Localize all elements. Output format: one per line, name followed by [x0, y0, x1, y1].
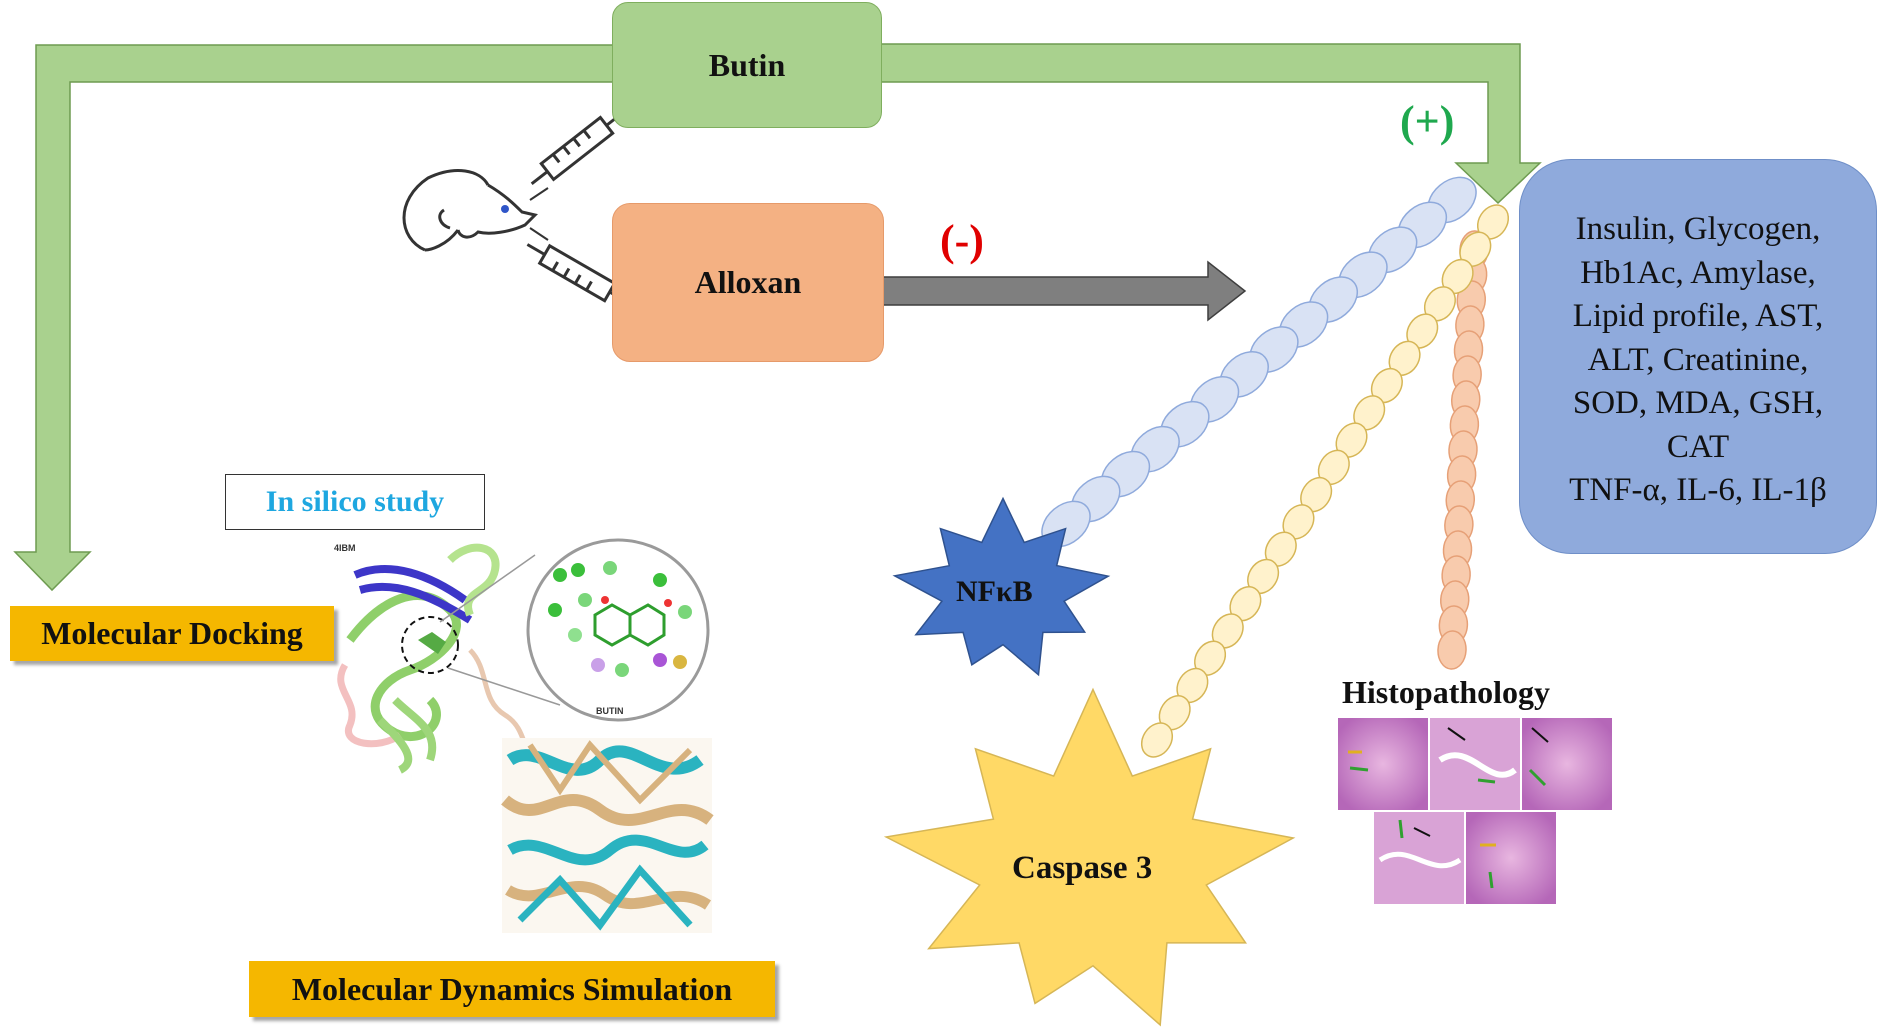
protein-structure-image	[337, 543, 561, 774]
alloxan-box: Alloxan	[612, 203, 884, 362]
ligand-interaction-circle	[526, 538, 710, 722]
histopathology-label: Histopathology	[1342, 674, 1551, 710]
inhibition-sign: (-)	[940, 216, 984, 265]
bead-chain-caspase3	[1140, 204, 1510, 758]
green-arrow-right	[879, 43, 1542, 205]
butin-box: Butin	[612, 2, 882, 128]
nfkb-label: NFκB	[956, 575, 1033, 608]
butin-label: Butin	[708, 46, 786, 83]
biomarkers-box: Insulin, Glycogen, Hb1Ac, Amylase, Lipid…	[1519, 159, 1877, 554]
biomarker-line: Insulin, Glycogen,	[1575, 211, 1821, 247]
biomarker-line: ALT, Creatinine,	[1587, 341, 1809, 378]
caspase3-star-shape	[883, 687, 1296, 1027]
alloxan-label: Alloxan	[694, 264, 802, 300]
bead	[1140, 722, 1174, 758]
nfkb-star-shape	[892, 496, 1111, 677]
histopathology-images	[1338, 718, 1612, 904]
ligand-name-label: BUTIN	[596, 706, 624, 716]
rat-syringe-icon	[402, 102, 635, 314]
biomarker-line: Lipid profile, AST,	[1572, 298, 1824, 334]
stimulation-sign: (+)	[1400, 97, 1455, 146]
biomarker-line: SOD, MDA, GSH,	[1572, 385, 1824, 421]
molecular-dynamics-label: Molecular Dynamics Simulation	[249, 961, 775, 1017]
caspase3-label: Caspase 3	[1012, 850, 1153, 886]
gray-arrow	[879, 260, 1247, 322]
biomarker-line: CAT	[1666, 428, 1730, 465]
biomarker-line: TNF-α, IL-6, IL-1β	[1569, 472, 1827, 508]
molecular-dynamics-image	[501, 738, 714, 933]
in-silico-study-label: In silico study	[225, 474, 485, 530]
bead-chain-nfkb	[1041, 176, 1477, 548]
bead	[1437, 630, 1467, 670]
biomarker-line: Hb1Ac, Amylase,	[1580, 254, 1816, 291]
protein-id-label: 4IBM	[334, 543, 356, 553]
molecular-docking-label: Molecular Docking	[10, 606, 334, 661]
